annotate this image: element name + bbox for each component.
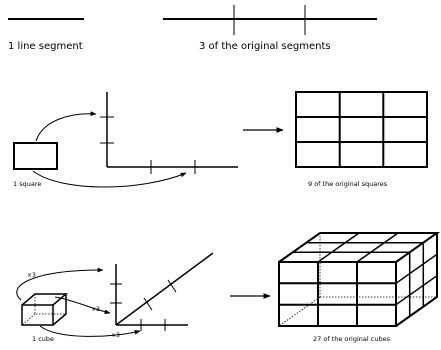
single-cube xyxy=(21,293,69,326)
cube-up-arrow xyxy=(16,267,104,301)
cube-label: 1 cube xyxy=(32,335,54,343)
nine-squares-label: 9 of the original squares xyxy=(308,180,388,188)
line-segment-label: 1 line segment xyxy=(8,41,83,52)
times3-label-bottom: ×3 xyxy=(111,332,120,339)
times3-label-top: ×3 xyxy=(27,272,36,279)
square-right-arrow xyxy=(32,170,187,188)
twentyseven-cubes-label: 27 of the original cubes xyxy=(313,335,391,343)
single-square xyxy=(13,142,58,170)
tripled-line-segment xyxy=(163,5,377,35)
cube-diagonal-arrow xyxy=(54,296,111,315)
square-label: 1 square xyxy=(13,180,41,188)
square-axes xyxy=(100,92,238,174)
nine-square-grid xyxy=(295,91,428,168)
square-up-arrow xyxy=(35,111,97,142)
times3-label-middle: ×3 xyxy=(91,306,100,313)
cube-axes xyxy=(110,252,214,331)
twentyseven-cube-block xyxy=(278,232,441,327)
three-segments-label: 3 of the original segments xyxy=(199,41,331,52)
cube-right-arrow xyxy=(39,325,141,337)
